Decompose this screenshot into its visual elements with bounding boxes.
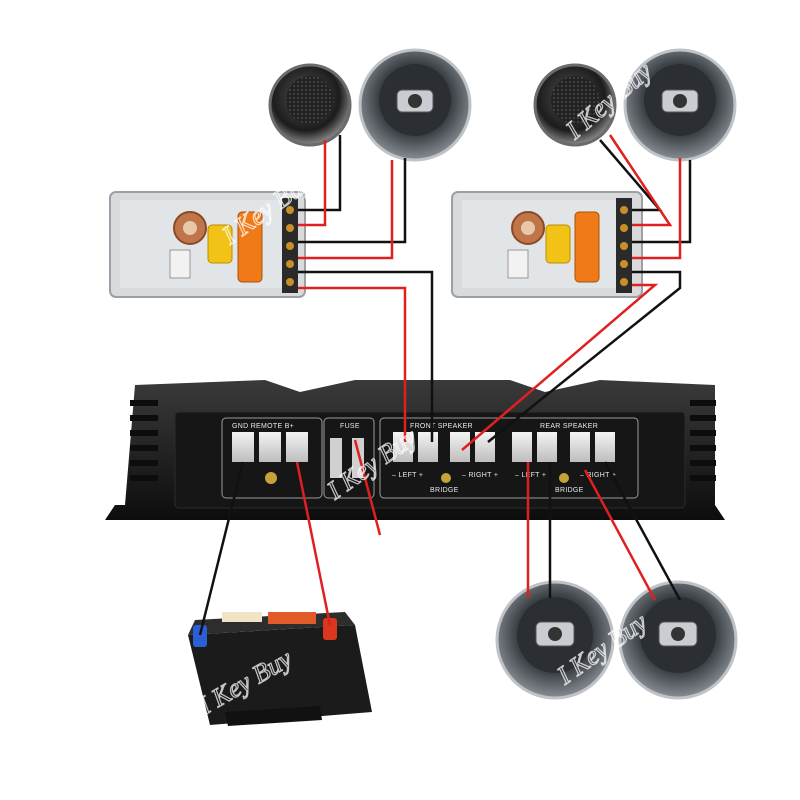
battery-positive-terminal: [323, 618, 337, 640]
wire-remote: [353, 439, 382, 536]
rear-right-label: – RIGHT +: [580, 472, 616, 479]
coaxial-speaker-bottom-right: [618, 580, 738, 700]
wire-battery-ground: [198, 461, 245, 636]
wire-crossover-right-in-positive: [461, 283, 659, 451]
rear-left-label: – LEFT +: [515, 472, 546, 479]
wire-speaker-left-positive: [298, 160, 394, 260]
front-right-label: – RIGHT +: [462, 472, 498, 479]
wire-tweeter-left-positive: [298, 140, 327, 227]
coaxial-speaker-bottom-left: [495, 580, 615, 700]
crossover-right: [451, 191, 643, 298]
crossover-left: [109, 191, 306, 298]
rear-bridge-label: BRIDGE: [555, 487, 584, 494]
wire-speaker-left-negative: [298, 158, 407, 244]
wire-crossover-right-in-negative: [487, 270, 682, 443]
battery-negative-terminal: [193, 625, 207, 647]
coaxial-speaker-top-left: [358, 48, 472, 162]
wire-battery-positive: [295, 461, 332, 626]
wire-rear-right-negative: [603, 461, 682, 601]
wire-crossover-left-in-negative: [298, 270, 434, 442]
front-speaker-label: FRONT SPEAKER: [410, 423, 473, 430]
tweeter-top-right: [533, 63, 617, 147]
wire-tweeter-left-negative: [298, 135, 342, 212]
wires: [198, 134, 692, 636]
wire-speaker-right-positive: [632, 158, 682, 260]
wire-tweeter-right-positive: [608, 134, 673, 227]
wire-rear-right-positive: [583, 469, 657, 601]
power-terminal-label: GND REMOTE B+: [232, 423, 294, 430]
front-left-label: – LEFT +: [392, 472, 423, 479]
tweeter-top-left: [268, 63, 352, 147]
wire-crossover-left-in-positive: [298, 286, 407, 442]
car-battery: [188, 612, 372, 726]
rear-speaker-label: REAR SPEAKER: [540, 423, 598, 430]
coaxial-speaker-top-right: [623, 48, 737, 162]
wire-speaker-right-negative: [632, 160, 692, 244]
fuse-label: FUSE: [340, 423, 360, 430]
front-bridge-label: BRIDGE: [430, 487, 459, 494]
